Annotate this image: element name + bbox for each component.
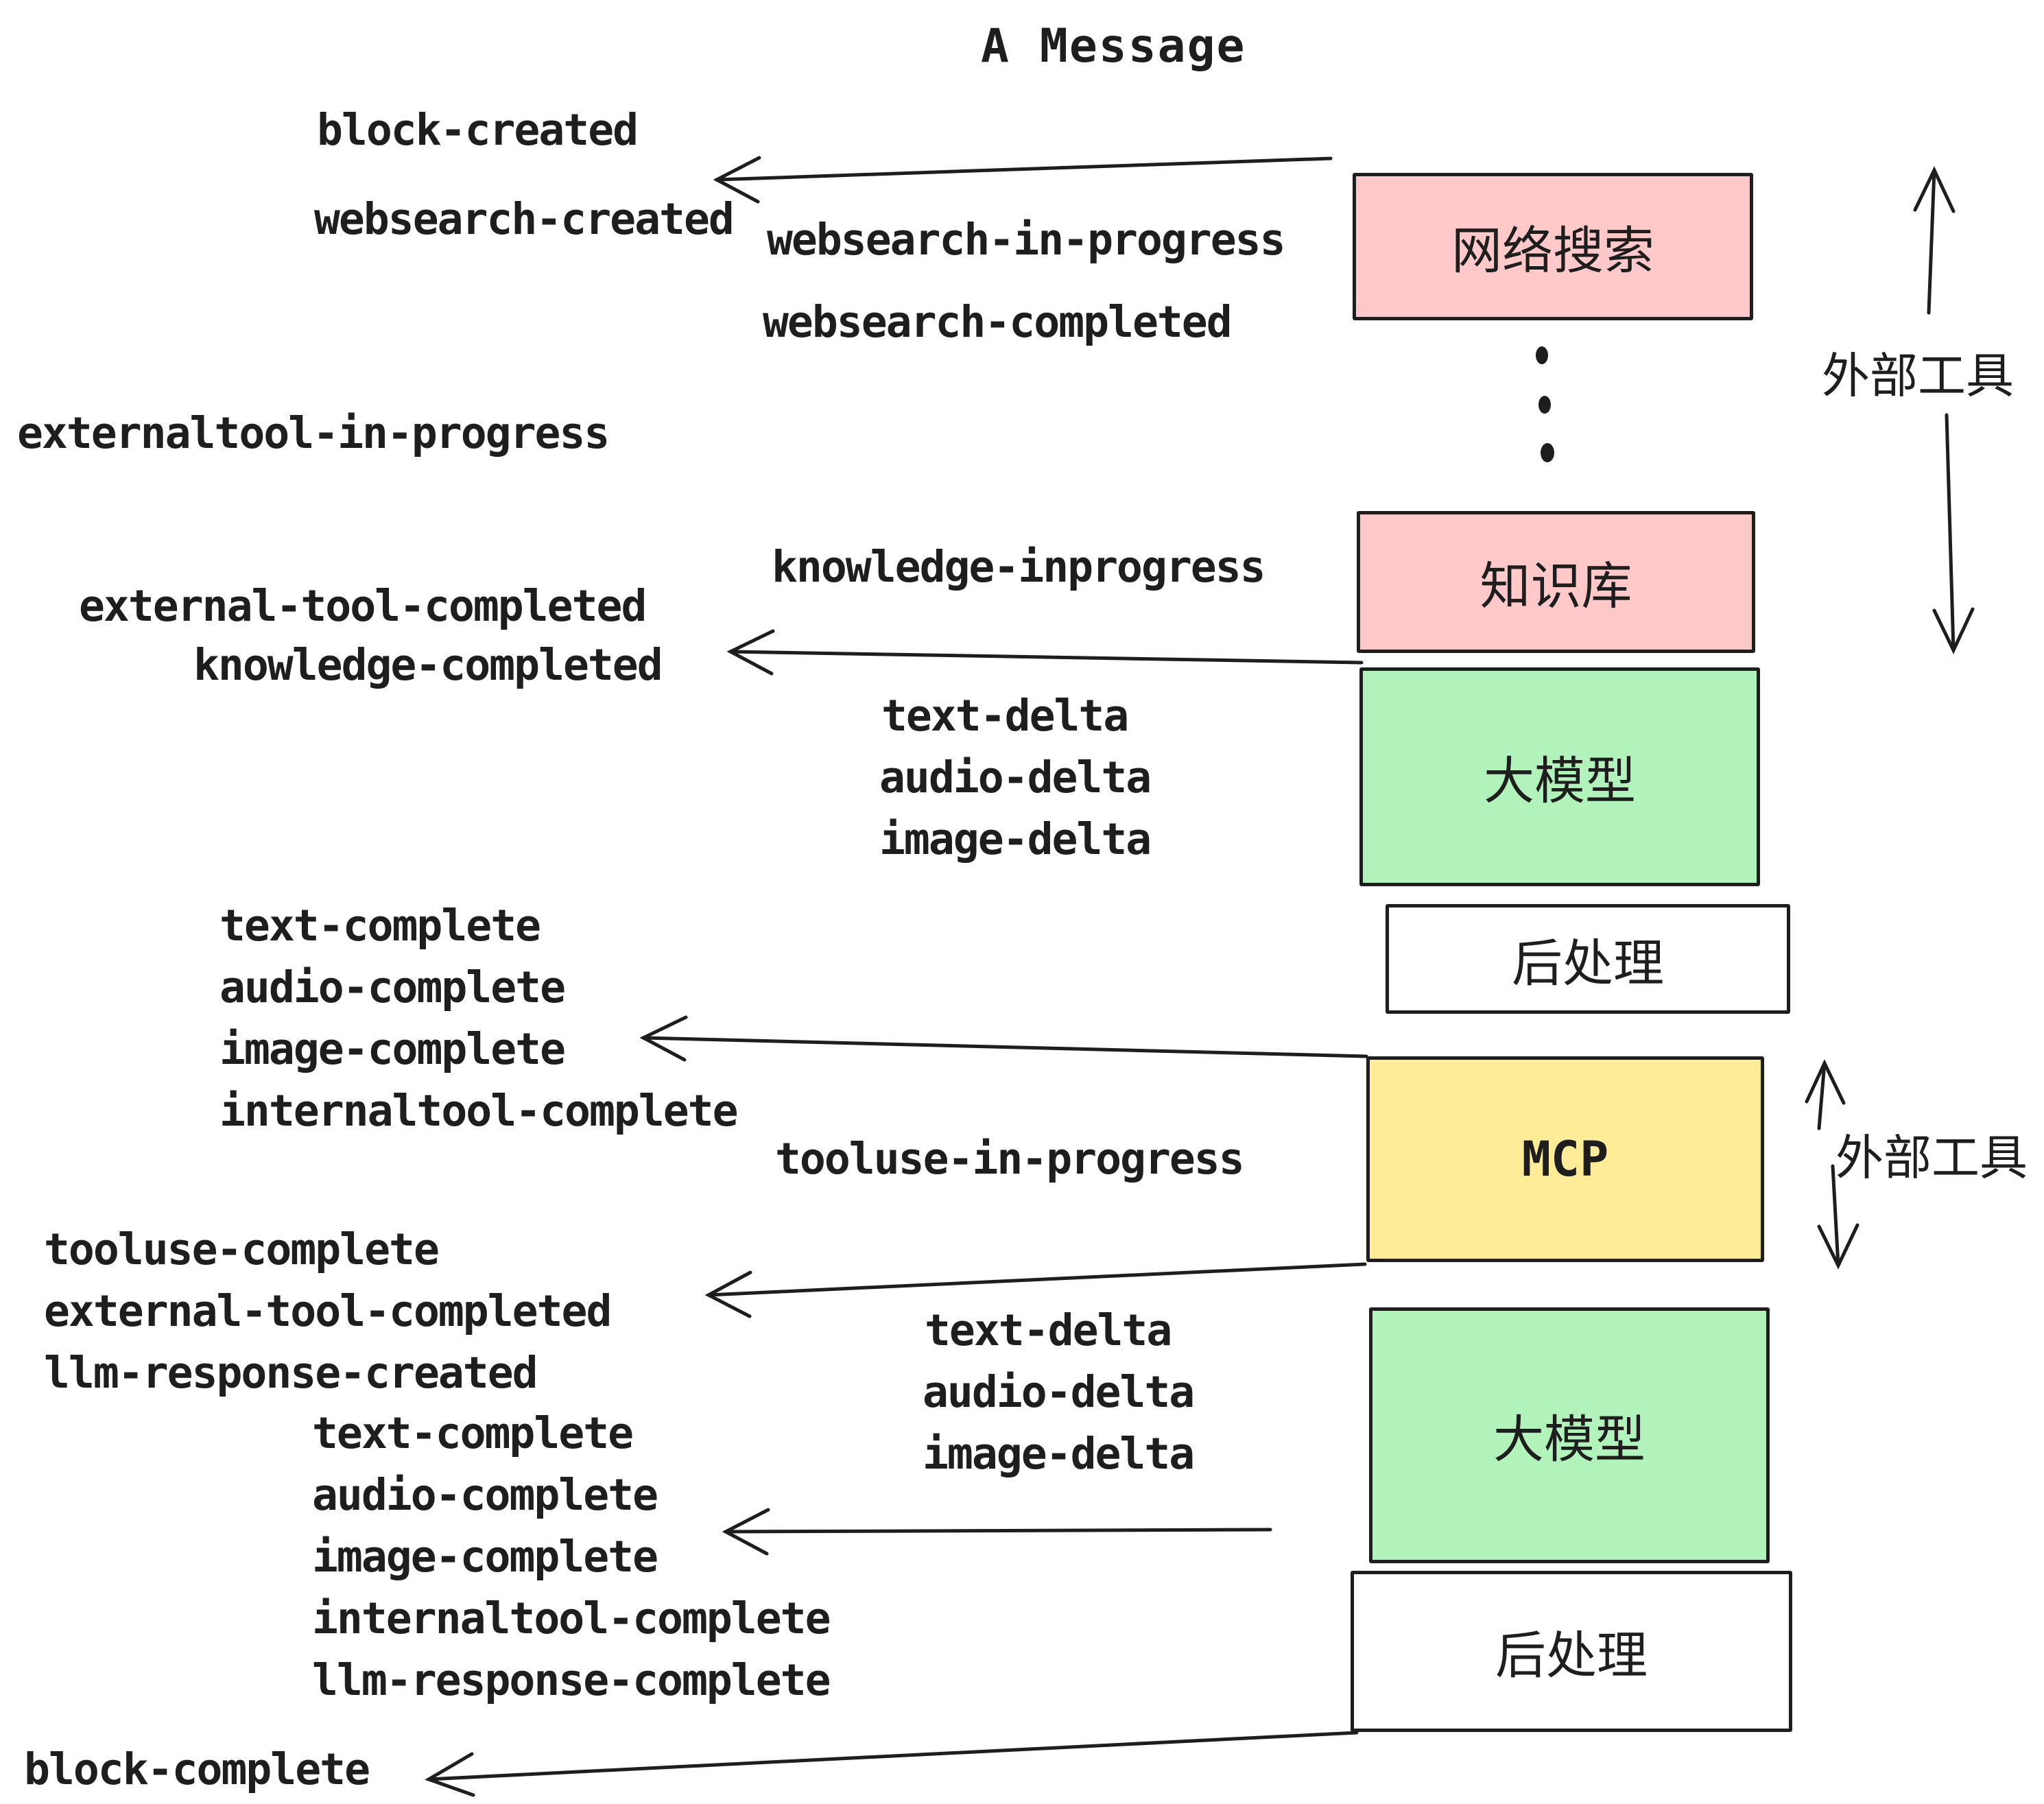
box-knowledge: 知识库 (1357, 511, 1755, 653)
event-knowledge-completed: knowledge-completed (193, 640, 663, 690)
event-internaltool-complete: internaltool-complete (219, 1086, 739, 1136)
event-websearch-in-progress: websearch-in-progress (767, 215, 1286, 265)
event-llm-response-created: llm-response-created (44, 1348, 538, 1398)
box-llm-2: 大模型 (1369, 1307, 1770, 1563)
event-image-delta-2: image-delta (923, 1429, 1195, 1479)
box-post-process-2: 后处理 (1351, 1571, 1792, 1732)
annotation-external-tools-2: 外部工具 (1835, 1130, 2028, 1186)
event-external-tool-completed-2: external-tool-completed (44, 1286, 612, 1336)
box-mcp: MCP (1366, 1056, 1764, 1262)
event-externaltool-in-progress: externaltool-in-progress (17, 408, 610, 458)
event-internaltool-complete-2: internaltool-complete (312, 1593, 831, 1643)
event-audio-delta-2: audio-delta (923, 1367, 1195, 1417)
arrow-mcp-external-up (1805, 1059, 1846, 1130)
event-audio-delta: audio-delta (879, 752, 1152, 803)
arrow-external-tools-up (1913, 166, 1956, 315)
event-llm-response-complete: llm-response-complete (312, 1655, 831, 1705)
box-llm-1: 大模型 (1359, 667, 1760, 886)
event-websearch-completed: websearch-completed (763, 297, 1233, 347)
event-knowledge-inprogress: knowledge-inprogress (772, 542, 1266, 592)
event-audio-complete-2: audio-complete (312, 1470, 658, 1520)
event-block-complete: block-complete (24, 1744, 370, 1794)
event-external-tool-completed: external-tool-completed (79, 581, 647, 631)
annotation-external-tools-1: 外部工具 (1822, 348, 2014, 404)
box-websearch: 网络搜索 (1353, 173, 1753, 320)
event-text-delta-2: text-delta (925, 1305, 1172, 1355)
event-text-complete: text-complete (219, 901, 541, 951)
event-image-complete: image-complete (219, 1024, 566, 1074)
arrow-knowledge-completed (726, 629, 1364, 676)
event-websearch-created: websearch-created (314, 194, 735, 244)
event-block-created: block-created (317, 105, 639, 155)
arrow-mcp-external-down (1817, 1164, 1859, 1270)
arrow-external-tools-down (1932, 413, 1975, 654)
event-text-delta: text-delta (881, 691, 1129, 741)
arrow-image-complete (639, 1015, 1368, 1062)
event-audio-complete: audio-complete (219, 962, 566, 1012)
event-tooluse-complete: tooluse-complete (44, 1224, 440, 1274)
event-image-complete-2: image-complete (312, 1532, 658, 1582)
page-title: A Message (981, 19, 1246, 73)
event-tooluse-in-progress: tooluse-in-progress (775, 1134, 1245, 1184)
arrow-block-complete (425, 1731, 1359, 1797)
event-image-delta: image-delta (879, 814, 1152, 864)
arrow-websearch-created (713, 156, 1333, 204)
event-text-complete-2: text-complete (312, 1408, 634, 1458)
arrow-tooluse-complete (704, 1262, 1367, 1318)
ellipsis-icon (1536, 346, 1554, 462)
box-post-process-1: 后处理 (1386, 904, 1790, 1014)
arrow-audio-complete (722, 1508, 1272, 1556)
